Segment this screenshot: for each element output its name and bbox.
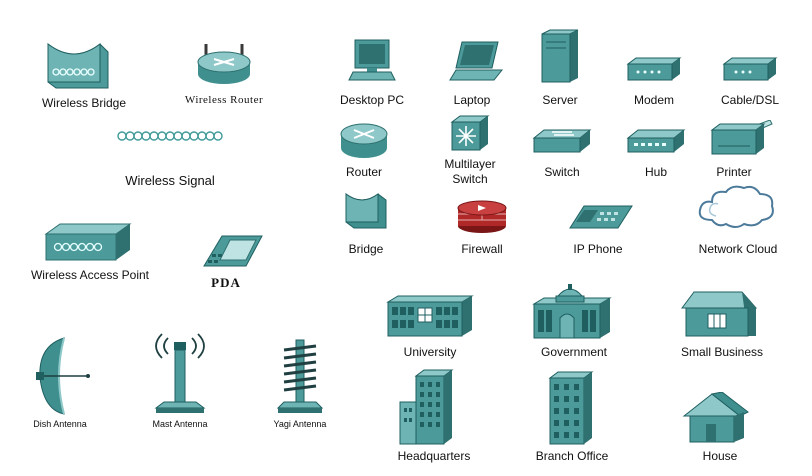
university-icon [386,295,474,337]
ip-phone-label: IP Phone [573,242,623,256]
hub-label: Hub [644,165,668,179]
house-icon [682,392,749,443]
printer-label: Printer [716,165,752,179]
small-business-label: Small Business [680,345,764,359]
small-business-icon [681,291,758,337]
multilayer-label-1: Multilayer [444,157,496,171]
desktop-pc-icon [348,39,396,81]
server-label: Server [542,93,578,107]
yagi-antenna-label: Yagi Antenna [273,419,327,429]
headquarters-icon [399,369,454,445]
bridge-icon [345,193,387,229]
firewall-label: Firewall [461,242,503,256]
branch-office-icon [548,371,594,445]
hub-icon [626,129,686,153]
ip-phone-icon [569,205,633,229]
laptop-label: Laptop [453,93,491,107]
multilayer-label-2: Switch [452,172,488,186]
house-label: House [702,449,738,463]
switch-label: Switch [544,165,580,179]
switch-icon [532,129,592,153]
government-label: Government [540,345,608,359]
wireless-router-icon [197,44,251,84]
cable-dsl-icon [722,57,778,81]
network-cloud-label: Network Cloud [698,242,778,256]
laptop-icon [449,41,504,81]
modem-icon [626,57,682,81]
multilayer-switch-icon [450,115,490,151]
branch-office-label: Branch Office [535,449,609,463]
dish-antenna-icon [36,337,90,415]
router-label: Router [345,165,383,179]
wireless-signal-icon [117,131,223,141]
wireless-signal-label: Wireless Signal [125,173,215,188]
router-icon [340,123,388,158]
modem-label: Modem [633,93,675,107]
wireless-router-label: Wireless Router [184,94,264,106]
headquarters-label: Headquarters [397,449,471,463]
wireless-access-point-icon [44,223,132,261]
server-icon [541,29,579,83]
wireless-access-point-label: Wireless Access Point [30,268,150,282]
desktop-pc-label: Desktop PC [339,93,405,107]
university-label: University [403,345,457,359]
pda-label: PDA [211,275,241,290]
bridge-label: Bridge [348,242,384,256]
cable-dsl-label: Cable/DSL [720,93,780,107]
mast-antenna-icon [154,333,206,413]
mast-antenna-label: Mast Antenna [152,419,208,429]
wireless-bridge-label: Wireless Bridge [41,96,127,110]
firewall-icon [457,200,507,233]
yagi-antenna-icon [276,339,324,413]
dish-antenna-label: Dish Antenna [33,419,87,429]
government-icon [532,284,612,339]
network-cloud-icon [698,185,774,228]
pda-icon [203,235,263,267]
wireless-bridge-icon [47,42,109,89]
printer-icon [710,120,773,155]
